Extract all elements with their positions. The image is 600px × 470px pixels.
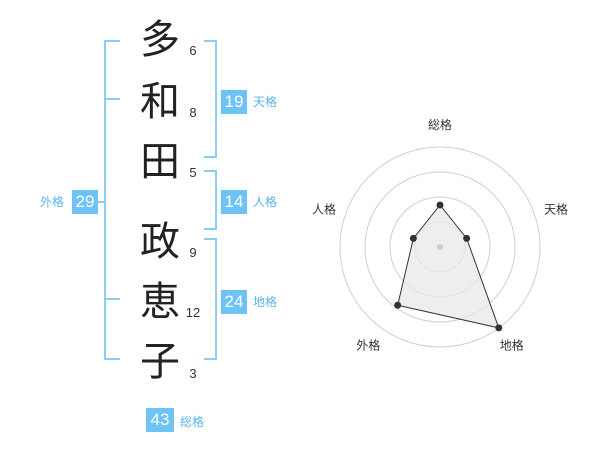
gaikaku-label: 外格	[40, 195, 65, 209]
name-char-4: 政	[140, 219, 180, 265]
radar-axis-label: 総格	[428, 117, 452, 132]
jinkaku-label: 人格	[253, 195, 278, 209]
stroke-count-3: 5	[189, 165, 197, 180]
stroke-count-6: 3	[189, 366, 197, 381]
radar-axis-label: 地格	[500, 338, 524, 353]
tenkaku-label: 天格	[253, 95, 278, 109]
stroke-count-1: 6	[189, 43, 197, 58]
radar-point-5	[409, 234, 417, 242]
chikaku-value: 24	[221, 290, 247, 314]
radar-point-4	[394, 301, 402, 309]
name-char-1: 多	[140, 17, 180, 63]
radar-axis-label: 外格	[356, 338, 380, 353]
radar-point-1	[436, 201, 444, 209]
chikaku-label: 地格	[253, 295, 278, 309]
radar-ring	[339, 146, 541, 348]
soukaku-label: 総格	[180, 415, 205, 429]
radar-ring	[364, 171, 516, 323]
name-char-5: 恵	[140, 279, 180, 325]
soukaku-value: 43	[146, 408, 174, 432]
stroke-count-2: 8	[189, 105, 197, 120]
name-char-6: 子	[140, 339, 180, 385]
stroke-count-5: 12	[185, 305, 201, 320]
tenkaku-value: 19	[221, 90, 247, 114]
radar-center	[437, 244, 443, 250]
name-char-2: 和	[140, 79, 180, 125]
jinkaku-value: 14	[221, 190, 247, 214]
radar-polygon	[397, 204, 500, 329]
radar-point-2	[463, 234, 471, 242]
radar-axis-label: 天格	[544, 201, 568, 216]
gaikaku-value: 29	[72, 190, 98, 214]
stroke-count-4: 9	[189, 245, 197, 260]
name-char-3: 田	[140, 139, 180, 185]
radar-point-3	[495, 324, 503, 332]
radar-axis-label: 人格	[312, 201, 336, 216]
